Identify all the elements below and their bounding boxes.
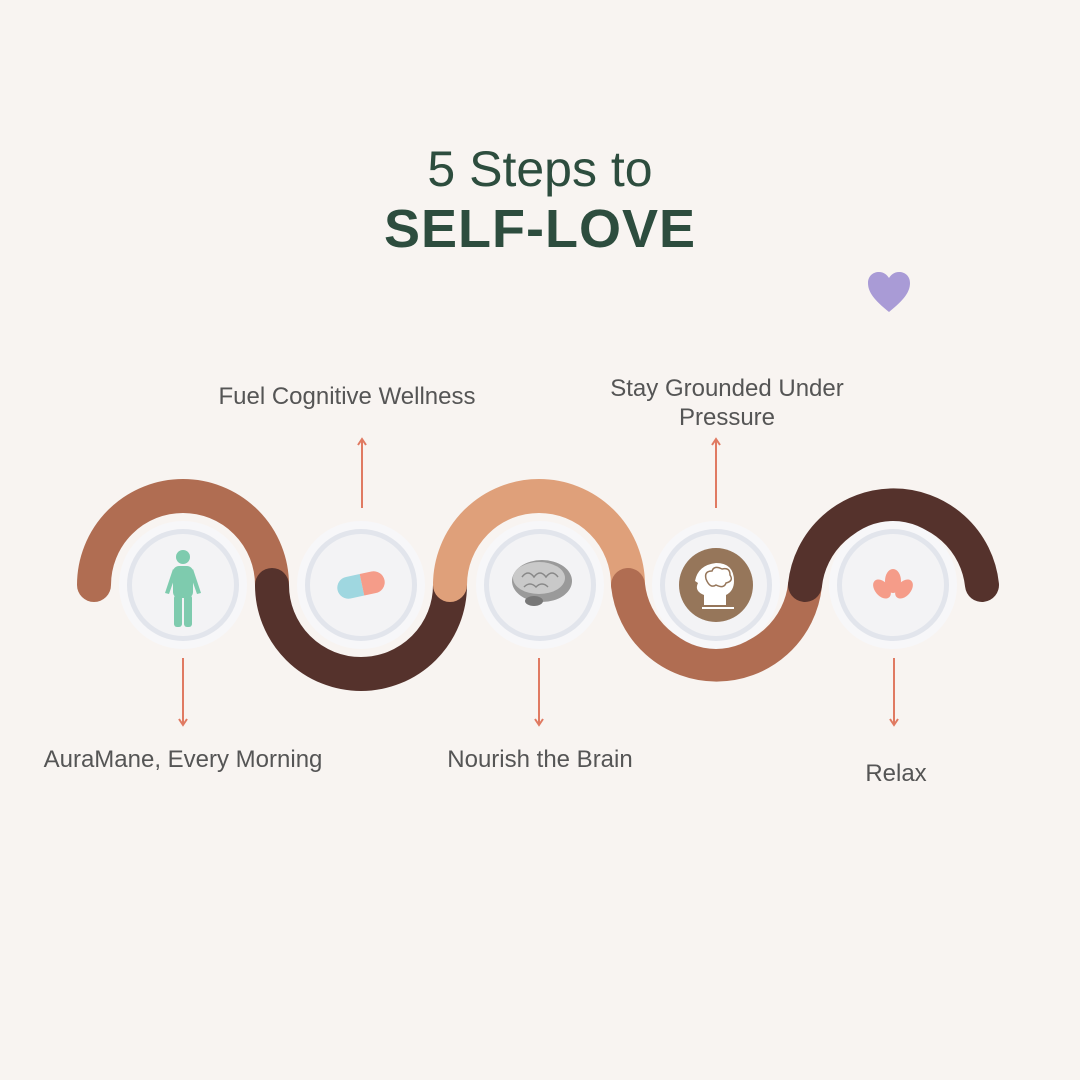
- step-2-label: Fuel Cognitive Wellness: [218, 383, 476, 410]
- title-line-2: SELF-LOVE: [383, 199, 696, 259]
- step-2-disc: [305, 529, 417, 641]
- arc-step-3: [433, 479, 645, 602]
- step-5-disc: [837, 529, 949, 641]
- arrow-down-3: [534, 658, 544, 727]
- arc-step-5: [788, 488, 999, 602]
- pill-capsule-icon: [337, 571, 385, 599]
- step-4-label: Stay Grounded Under Pressure: [610, 375, 844, 431]
- step-5-label: Relax: [865, 760, 927, 787]
- arc-step-1: [77, 479, 289, 602]
- arc-step-4: [611, 568, 822, 682]
- step-4-disc: [660, 529, 772, 641]
- arc-step-2: [255, 568, 467, 691]
- step-3-disc: [484, 529, 596, 641]
- arrow-up-2: [357, 437, 367, 508]
- arrow-down-1: [178, 658, 188, 727]
- mind-head-icon: [679, 548, 753, 622]
- step-3-label: Nourish the Brain: [447, 746, 633, 773]
- arrow-up-4: [711, 437, 721, 508]
- heart-icon: [868, 272, 910, 312]
- step-1-label: AuraMane, Every Morning: [43, 746, 323, 773]
- step-1-disc: [127, 529, 239, 641]
- arrow-down-5: [889, 658, 899, 727]
- human-body-icon: [165, 550, 201, 627]
- lotus-icon: [873, 569, 913, 599]
- title-line-1: 5 Steps to: [427, 141, 653, 197]
- brain-icon: [512, 560, 572, 606]
